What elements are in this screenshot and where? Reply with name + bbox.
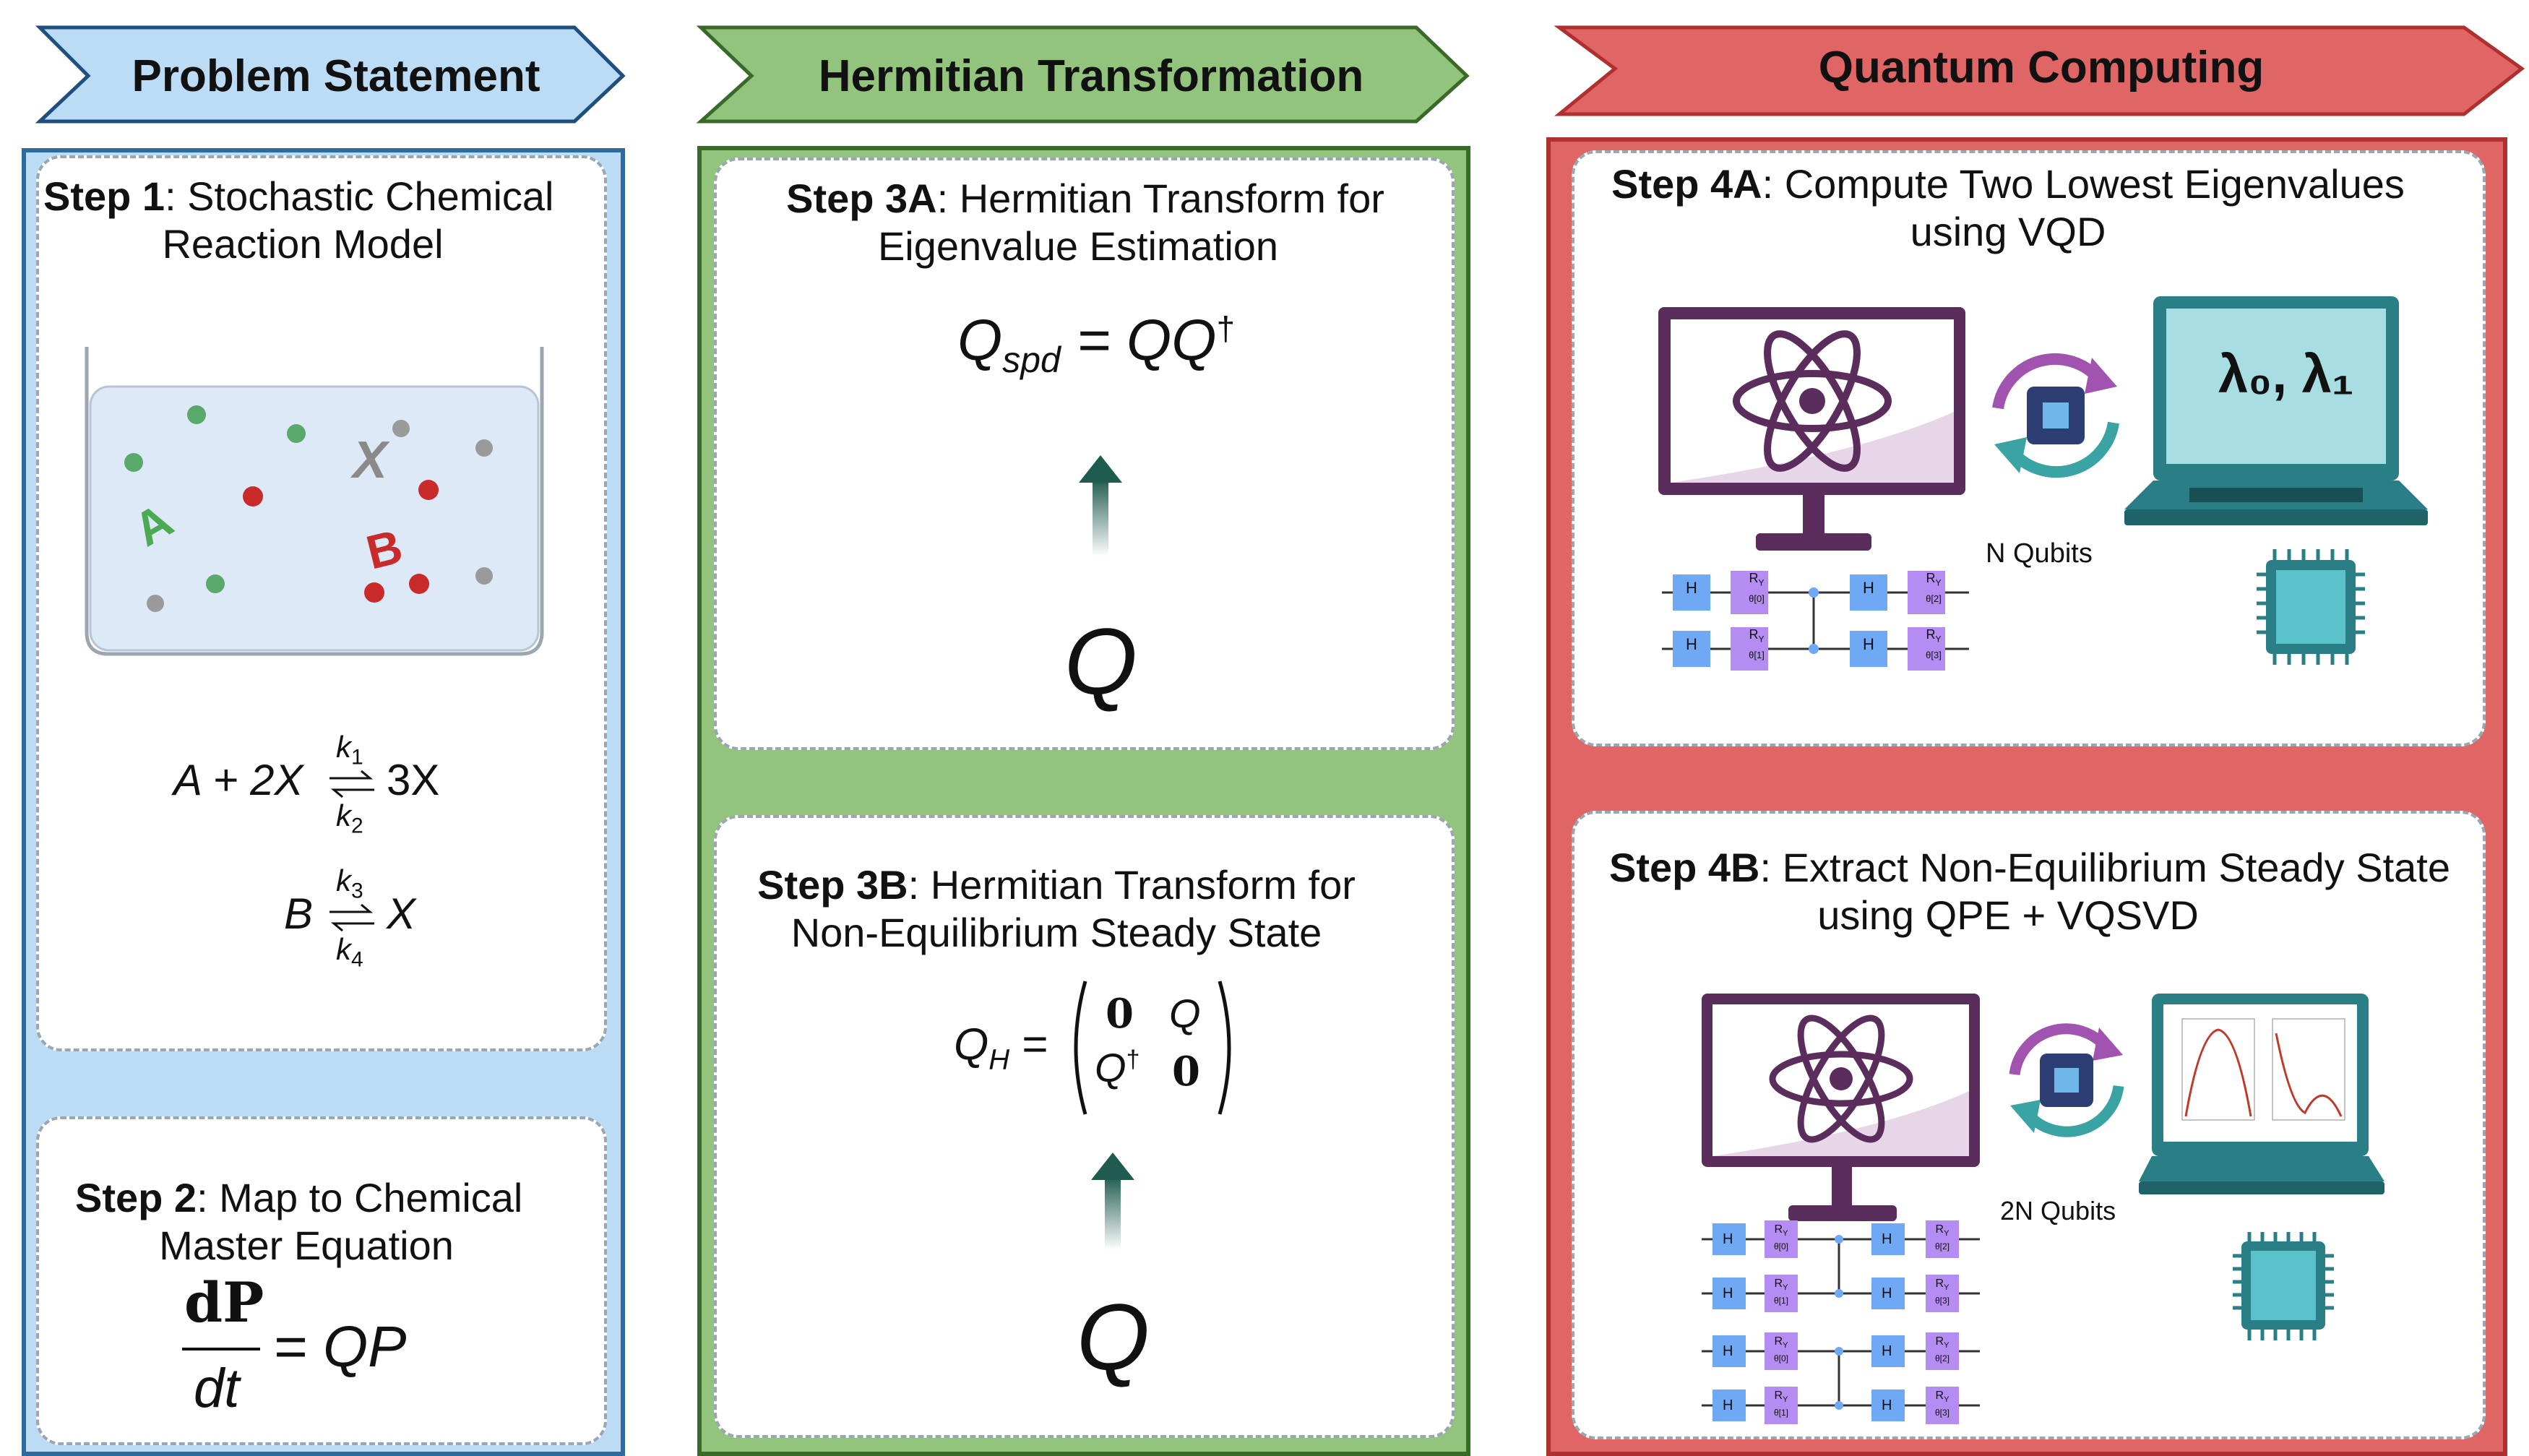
beaker-label-x: X: [353, 431, 388, 489]
step-3a-source-q: Q: [1064, 608, 1138, 714]
laptop-plot-icon: [2139, 994, 2384, 1194]
step-2-title-line2: Master Equation: [159, 1223, 454, 1268]
gate-h-3: H: [1863, 579, 1874, 597]
gate-h-1: H: [1686, 579, 1697, 597]
step-4a-title: Step 4A: Compute Two Lowest Eigenvalues: [1611, 161, 2405, 207]
green-particles: [124, 405, 306, 593]
step-3b-title: Step 3B: Hermitian Transform for: [757, 862, 1356, 908]
reaction-2-k-top: k3: [336, 863, 363, 903]
gate-4b-h-4: H: [1723, 1397, 1733, 1413]
plot-thumbnail: [2181, 1018, 2345, 1121]
gate-4b-h-8: H: [1882, 1397, 1892, 1413]
step-4b-qubits-label: 2N Qubits: [2000, 1196, 2116, 1225]
optimizer-cycle-icon-2: [2009, 1023, 2124, 1137]
reaction-1-rhs: 3X: [387, 756, 440, 804]
step-3a-title: Step 3A: Hermitian Transform for: [786, 176, 1384, 221]
banner-problem-statement: [35, 25, 2525, 124]
qpe-vqsvd-circuit: [1702, 1220, 1980, 1424]
matrix-m12: Q: [1169, 991, 1201, 1036]
gray-particles: [147, 420, 493, 612]
matrix-m21: Q†: [1095, 1045, 1140, 1090]
banner-label-problem: Problem Statement: [132, 51, 540, 101]
gate-h-2: H: [1686, 635, 1697, 653]
step-3a-up-arrow: [1079, 455, 1122, 556]
red-particles: [243, 480, 439, 603]
step-3b-up-arrow: [1091, 1153, 1134, 1250]
laptop-screen-eigenvalues: λ₀, λ₁: [2218, 344, 2354, 404]
matrix-m22: 0: [1172, 1048, 1200, 1095]
step-2-title: Step 2: Map to Chemical: [75, 1175, 523, 1220]
quantum-chip-icon: [2257, 549, 2365, 665]
reaction-2-k-bottom: k4: [336, 932, 363, 972]
reaction-2-lhs: B: [284, 889, 314, 938]
gate-4b-h-2: H: [1723, 1285, 1733, 1301]
master-eq-numerator: dP: [184, 1270, 264, 1335]
reaction-1-k-bottom: k2: [336, 798, 363, 838]
gate-4b-h-3: H: [1723, 1343, 1733, 1359]
master-eq-rhs: = QP: [273, 1314, 407, 1379]
step-3a-equation: Qspd = QQ†: [957, 308, 1236, 380]
reaction-1-lhs: A + 2X: [173, 756, 303, 804]
quantum-chip-icon-2: [2233, 1232, 2334, 1340]
vqd-circuit: [1662, 571, 1969, 671]
step-3b-matrix-brackets: [1074, 981, 1231, 1115]
banner-label-quantum: Quantum Computing: [1818, 43, 2265, 92]
step-1-title: Step 1: Stochastic Chemical: [43, 173, 554, 219]
optimizer-cycle-icon: [1992, 353, 2119, 478]
gate-4b-h-6: H: [1882, 1285, 1892, 1301]
quantum-monitor-icon-2: [1702, 994, 1980, 1221]
card-step-3a: Step 3A: Hermitian Transform for Eigenva…: [714, 158, 1455, 750]
step-4a-qubits-label: N Qubits: [1986, 538, 2093, 569]
step-4b-title-line2: using QPE + VQSVD: [1817, 892, 2199, 938]
gate-4b-h-5: H: [1882, 1231, 1892, 1247]
step-3b-lhs: QH =: [954, 1020, 1048, 1076]
banner-label-hermitian: Hermitian Transformation: [818, 51, 1364, 101]
reaction-1-k-top: k1: [336, 730, 363, 770]
card-step-3b: Step 3B: Hermitian Transform for Non-Equ…: [714, 815, 1455, 1438]
step-3b-title-line2: Non-Equilibrium Steady State: [790, 910, 1322, 955]
master-eq-fraction-bar: [182, 1348, 260, 1351]
matrix-m11: 0: [1106, 990, 1134, 1038]
gate-h-4: H: [1863, 635, 1874, 653]
reversible-arrow-2: [329, 903, 374, 932]
laptop-icon: [2124, 296, 2428, 525]
card-step-2: Step 2: Map to Chemical Master Equation: [36, 1116, 607, 1445]
quantum-monitor-icon: [1658, 307, 1965, 551]
gate-4b-h-1: H: [1723, 1231, 1733, 1247]
beaker-illustration: [85, 347, 544, 656]
step-1-title-line2: Reaction Model: [162, 221, 444, 267]
step-4b-title: Step 4B: Extract Non-Equilibrium Steady …: [1608, 845, 2451, 890]
step-3b-source-q: Q: [1077, 1284, 1150, 1390]
gate-4b-h-7: H: [1882, 1343, 1892, 1359]
reaction-2-rhs: X: [387, 889, 416, 938]
reversible-arrow-1: [329, 770, 374, 798]
step-3a-title-line2: Eigenvalue Estimation: [877, 223, 1279, 269]
step-4a-title-line2: using VQD: [1910, 209, 2106, 254]
master-eq-denominator: dt: [194, 1358, 240, 1419]
